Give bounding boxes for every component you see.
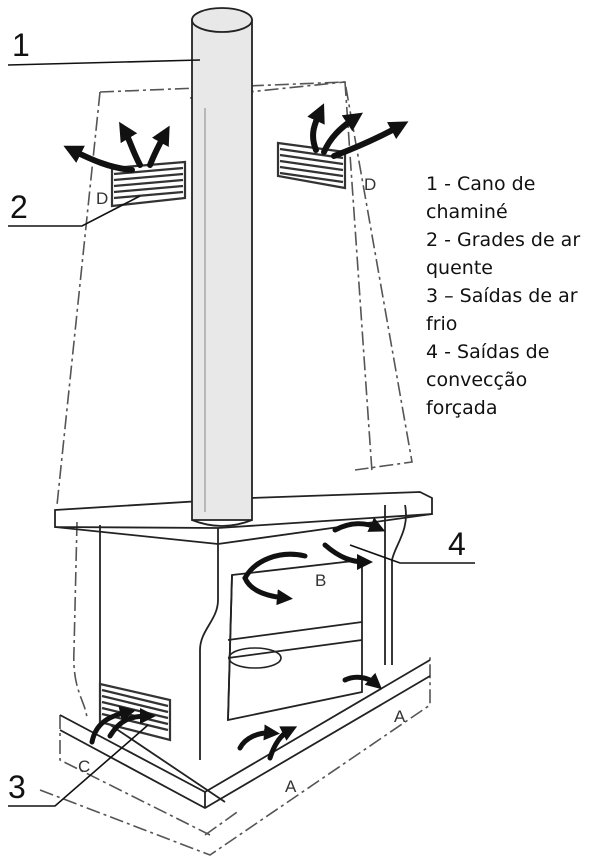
letter-d-right: D bbox=[364, 175, 376, 194]
legend-item: 3 – Saídas de ar frio bbox=[426, 285, 578, 335]
base-outline bbox=[39, 521, 431, 856]
grille-right bbox=[276, 141, 347, 190]
callout-1: 1 bbox=[12, 27, 30, 63]
letter-b: B bbox=[315, 571, 326, 590]
legend-item: 2 - Grades de ar quente bbox=[426, 229, 581, 279]
callout-4: 4 bbox=[448, 526, 466, 562]
stove-body bbox=[54, 491, 433, 810]
chimney-pipe bbox=[191, 7, 253, 527]
grille-left bbox=[110, 160, 187, 208]
letter-c: C bbox=[78, 757, 90, 776]
legend: 1 - Cano de chaminé 2 - Grades de ar que… bbox=[426, 170, 600, 422]
letter-a-right: A bbox=[394, 707, 406, 726]
hot-air-arrows bbox=[63, 103, 409, 173]
convection-arrows bbox=[89, 517, 386, 761]
callout-2: 2 bbox=[10, 189, 28, 225]
letter-d-left: D bbox=[96, 189, 108, 208]
callout-3: 3 bbox=[8, 769, 26, 805]
leader-lines bbox=[7, 59, 475, 807]
legend-item: 4 - Saídas de convecção forçada bbox=[426, 341, 550, 419]
letter-a-front: A bbox=[285, 777, 297, 796]
legend-item: 1 - Cano de chaminé bbox=[426, 173, 536, 223]
